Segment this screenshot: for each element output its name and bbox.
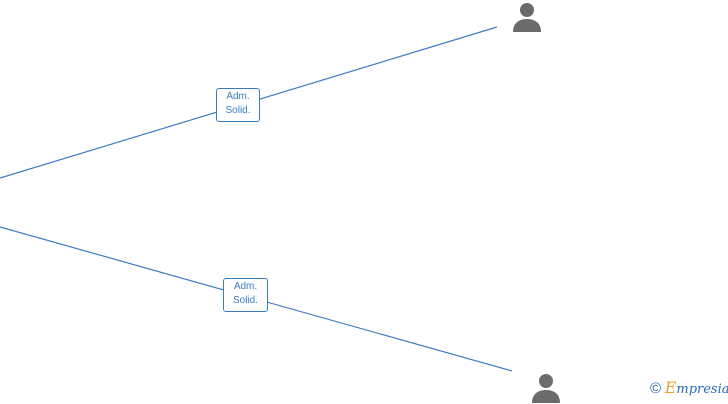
brand-logo[interactable]: Empresia <box>665 378 728 397</box>
brand-name: mpresia <box>676 382 728 397</box>
brand-initial: E <box>664 378 677 397</box>
person-icon[interactable] <box>530 372 562 404</box>
edge-label-line2: Solid. <box>225 105 251 116</box>
edge-label-top[interactable]: Adm. Solid. <box>216 88 260 122</box>
edge-label-bottom[interactable]: Adm. Solid. <box>223 278 268 312</box>
edge-label-line1: Adm. <box>233 281 258 292</box>
edge-label-line1: Adm. <box>226 91 250 102</box>
edge-label-line2: Solid. <box>232 295 258 306</box>
copyright-icon: © <box>650 380 662 397</box>
person-icon[interactable] <box>511 1 543 33</box>
copyright-notice: © Empresia <box>650 378 728 397</box>
